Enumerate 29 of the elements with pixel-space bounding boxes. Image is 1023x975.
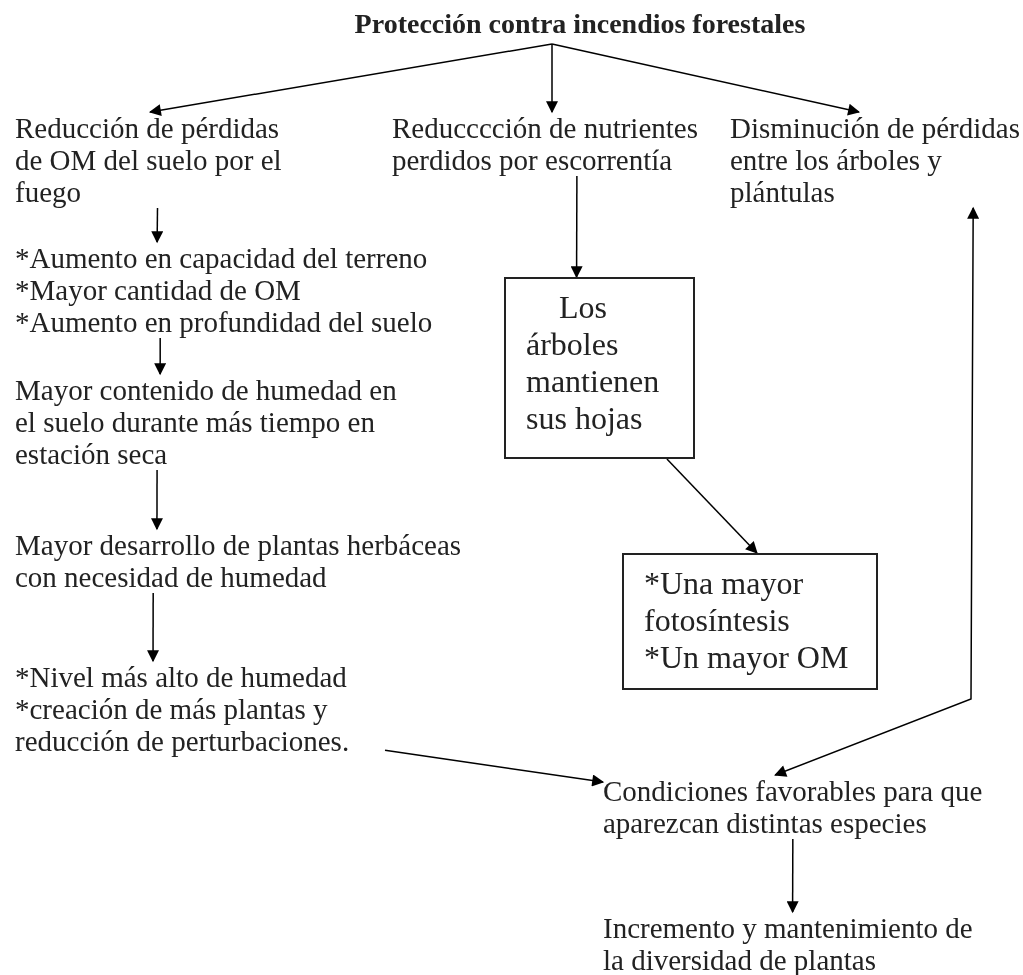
node-text: *Una mayor fotosíntesis [644,565,805,639]
arrow [147,592,160,663]
process-box [504,277,695,459]
process-box [622,553,878,690]
arrow [551,43,861,116]
node-text: *Un mayor OM [644,639,850,676]
arrow [151,207,164,244]
heading-node-text: Protección contra incendios forestales [353,8,807,40]
arrow [570,175,583,279]
node-text: *creación de más plantas y reducción de perturbaciones. [15,693,351,757]
node-text: *Aumento en capacidad del terreno [15,242,429,274]
node-text: Disminución de pérdidas entre los árboles y plántulas [730,112,1021,208]
arrow [148,43,553,117]
arrow [774,206,980,777]
node-text: Los árboles mantienen sus hojas [526,289,661,437]
node-text: Condiciones favorables para que aparezcan distintas especies [603,775,984,839]
arrow [154,337,167,376]
arrow [150,469,163,531]
node-text: Reducccción de nutrientes perdidos por escorrentía [392,112,699,176]
node-text: Reducción de pérdidas de OM del suelo por el fuego [15,112,283,208]
arrow [666,458,758,554]
node-text: *Nivel más alto de humedad [15,661,348,693]
node-text: Mayor desarrollo de plantas herbáceas con necesidad de humedad [15,529,463,593]
arrow [384,749,605,787]
arrow [546,43,558,114]
arrow [786,838,799,914]
node-text: *Aumento en profundidad del suelo [15,306,434,338]
node-text: *Mayor cantidad de OM [15,274,302,306]
node-text: Mayor contenido de humedad en el suelo durante más tiempo en estación seca [15,374,398,470]
